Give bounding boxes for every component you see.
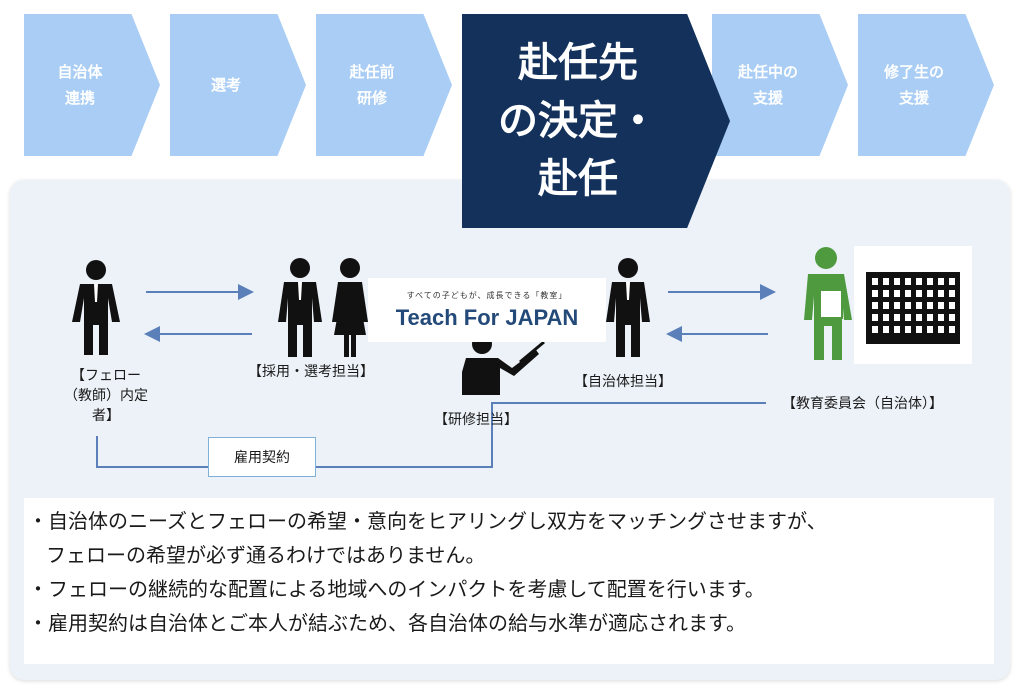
office-building-icon (854, 246, 972, 364)
contract-label: 雇用契約 (234, 450, 290, 466)
step-label: 選考 (210, 76, 241, 94)
step-label: の決定・ (498, 98, 658, 144)
logo-name: Teach For JAPAN (395, 304, 579, 330)
step-label: 支援 (898, 89, 929, 107)
step-label: 赴任中の (737, 63, 798, 81)
board-label: 【教育委員会（自治体）】 (782, 396, 943, 412)
step-label: 研修 (356, 89, 387, 107)
recruiting-staff-icon (278, 258, 368, 357)
note-item: ・雇用契約は自治体とご本人が結ぶため、各自治体の給与水準が適応されます。 (28, 611, 746, 635)
logo-tagline: すべての子どもが、成長できる「教室」 (406, 290, 568, 300)
recruiting-label: 【採用・選考担当】 (248, 364, 374, 380)
step-label: 支援 (752, 89, 783, 107)
step-label: 赴任 (538, 156, 618, 202)
note-item: ・フェローの継続的な配置による地域へのインパクトを考慮して配置を行います。 (28, 577, 765, 601)
notes-list: ・自治体のニーズとフェローの希望・意向をヒアリングし双方をマッチングさせますが、… (24, 498, 994, 664)
step-label: 修了生の (883, 63, 944, 81)
note-item-continued: フェローの希望が必ず通るわけではありません。 (46, 543, 486, 567)
training-label: 【研修担当】 (434, 412, 518, 428)
step-placement-active: 赴任先 の決定・ 赴任 (462, 14, 730, 228)
step-in-service-support: 赴任中の 支援 (712, 14, 848, 156)
step-selection: 選考 (170, 14, 306, 156)
contract-connector (96, 402, 766, 468)
employment-contract-box: 雇用契約 (208, 437, 316, 477)
fellow-label: 【フェロー （教師）内定 者】 (64, 368, 148, 424)
step-alumni-support: 修了生の 支援 (858, 14, 994, 156)
board-official-icon (804, 247, 852, 360)
fellow-person-icon (72, 260, 120, 355)
municipality-staff-icon (606, 258, 650, 357)
trainer-icon (462, 334, 545, 395)
step-label: 赴任前 (349, 63, 395, 81)
step-label: 連携 (64, 89, 95, 107)
note-item: ・自治体のニーズとフェローの希望・意向をヒアリングし双方をマッチングさせますが、 (28, 509, 827, 533)
step-label: 赴任先 (518, 40, 638, 86)
step-label: 自治体 (57, 63, 103, 81)
municipality-staff-label: 【自治体担当】 (574, 374, 672, 390)
step-municipal-partnership: 自治体 連携 (24, 14, 160, 156)
step-pre-training: 赴任前 研修 (316, 14, 452, 156)
tfj-logo: すべての子どもが、成長できる「教室」 Teach For JAPAN (368, 278, 606, 342)
